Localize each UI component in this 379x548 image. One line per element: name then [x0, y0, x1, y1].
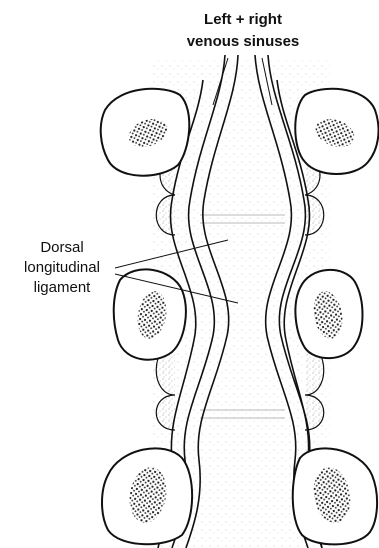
label-ligament-line3: ligament — [34, 279, 92, 296]
bone-right-bottom — [293, 448, 377, 544]
bone-right-middle — [295, 270, 362, 358]
label-ligament-line1: Dorsal — [40, 239, 83, 256]
bone-left-top — [101, 89, 190, 176]
label-venous-sinuses-line2: venous sinuses — [187, 33, 300, 50]
bone-right-top — [295, 89, 378, 174]
bone-left-bottom — [102, 448, 192, 544]
label-ligament-line2: longitudinal — [24, 259, 100, 276]
bone-left-middle — [114, 269, 186, 359]
label-venous-sinuses-line1: Left + right — [204, 11, 282, 28]
